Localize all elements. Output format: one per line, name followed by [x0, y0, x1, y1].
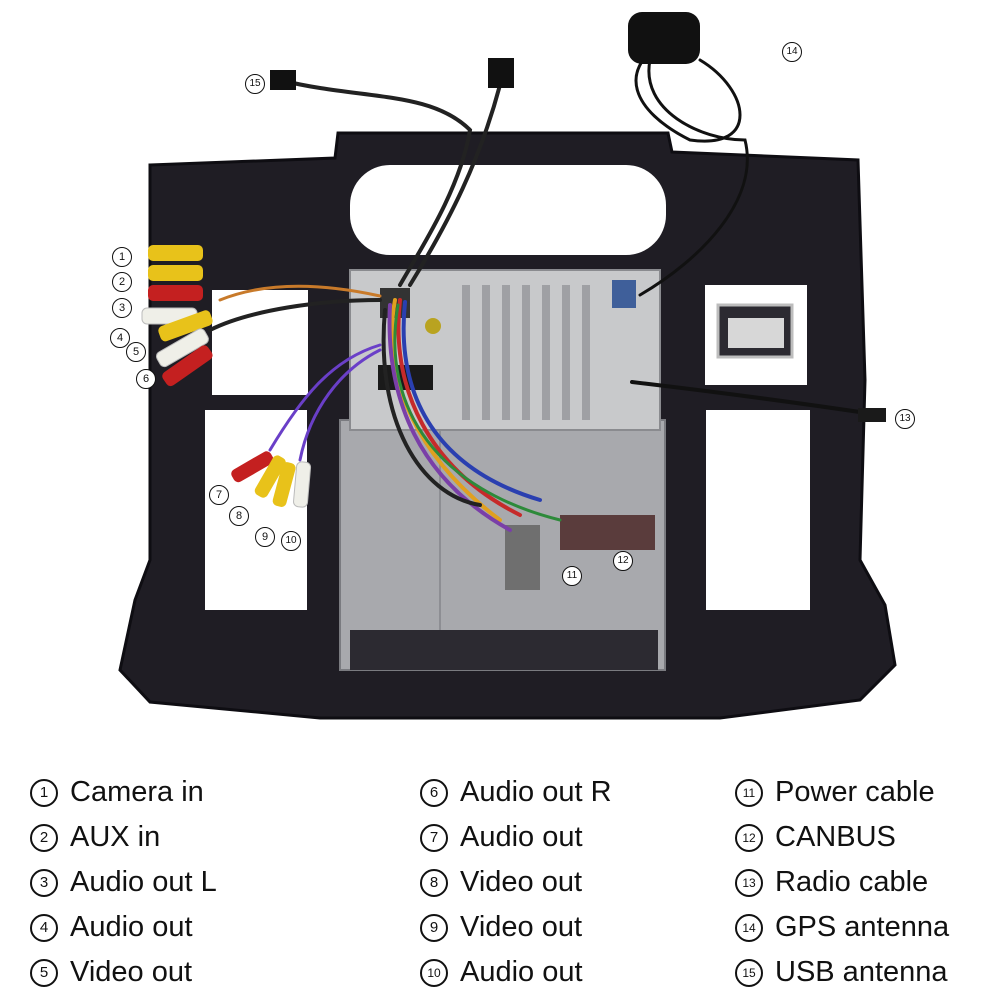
gps-antenna-puck	[628, 12, 700, 64]
legend-number: 6	[420, 778, 448, 807]
legend-column-3: 11 Power cable 12 CANBUS 13 Radio cable 14 G…	[735, 770, 949, 995]
legend-label: AUX in	[70, 821, 161, 853]
legend-number: 10	[420, 958, 448, 987]
legend-number: 2	[30, 823, 58, 852]
callout-11: 11	[562, 566, 582, 586]
legend-number: 7	[420, 823, 448, 852]
legend-item: 4 Audio out	[30, 905, 217, 950]
legend-label: Audio out L	[70, 866, 217, 898]
legend-number: 5	[30, 958, 58, 987]
legend-item: 6 Audio out R	[420, 770, 612, 815]
legend-item: 14 GPS antenna	[735, 905, 949, 950]
legend-number: 9	[420, 913, 448, 942]
legend-number: 11	[735, 778, 763, 807]
product-photo	[118, 12, 897, 720]
callout-7: 7	[209, 485, 229, 505]
callout-12: 12	[613, 551, 633, 571]
callout-4: 4	[110, 328, 130, 348]
callout-8: 8	[229, 506, 249, 526]
upper-opening	[350, 165, 666, 255]
legend-item: 2 AUX in	[30, 815, 217, 860]
callout-10: 10	[281, 531, 301, 551]
callout-3: 3	[112, 298, 132, 318]
legend-label: Audio out R	[460, 776, 612, 808]
callout-9: 9	[255, 527, 275, 547]
legend-item: 8 Video out	[420, 860, 612, 905]
legend-number: 4	[30, 913, 58, 942]
legend-label: GPS antenna	[775, 911, 950, 943]
legend-label: Video out	[70, 956, 193, 988]
callout-15: 15	[245, 74, 265, 94]
callout-1: 1	[112, 247, 132, 267]
legend-label: Audio out	[460, 956, 583, 988]
legend-label: Audio out	[70, 911, 193, 943]
callout-2: 2	[112, 272, 132, 292]
legend-item: 7 Audio out	[420, 815, 612, 860]
callout-13: 13	[895, 409, 915, 429]
callout-14: 14	[782, 42, 802, 62]
legend-item: 11 Power cable	[735, 770, 949, 815]
usb-plug-2	[488, 58, 514, 88]
radio-plug	[858, 408, 886, 422]
legend-column-1: 1 Camera in 2 AUX in 3 Audio out L 4 Audio o…	[30, 770, 217, 995]
legend-number: 12	[735, 823, 763, 852]
legend-number: 1	[30, 778, 58, 807]
legend-item: 9 Video out	[420, 905, 612, 950]
rca-group-left	[141, 245, 213, 387]
legend-number: 8	[420, 868, 448, 897]
legend-item: 12 CANBUS	[735, 815, 949, 860]
rca-group-lower	[231, 451, 312, 508]
legend-label: Camera in	[70, 776, 204, 808]
legend-item: 1 Camera in	[30, 770, 217, 815]
legend-item: 13 Radio cable	[735, 860, 949, 905]
legend-label: Audio out	[460, 821, 583, 853]
legend-number: 3	[30, 868, 58, 897]
legend-item: 10 Audio out	[420, 950, 612, 995]
legend-label: USB antenna	[775, 956, 948, 988]
legend-label: Video out	[460, 866, 583, 898]
legend-item: 15 USB antenna	[735, 950, 949, 995]
legend-number: 14	[735, 913, 763, 942]
usb-plug-1	[270, 70, 296, 90]
callout-6: 6	[136, 369, 156, 389]
legend-item: 3 Audio out L	[30, 860, 217, 905]
legend-number: 15	[735, 958, 763, 987]
left-opening-2	[205, 410, 307, 610]
callout-5: 5	[126, 342, 146, 362]
legend-label: Radio cable	[775, 866, 929, 898]
legend-number: 13	[735, 868, 763, 897]
legend-item: 5 Video out	[30, 950, 217, 995]
legend-label: CANBUS	[775, 821, 896, 853]
right-opening-2	[706, 410, 810, 610]
legend-label: Video out	[460, 911, 583, 943]
legend-label: Power cable	[775, 776, 935, 808]
